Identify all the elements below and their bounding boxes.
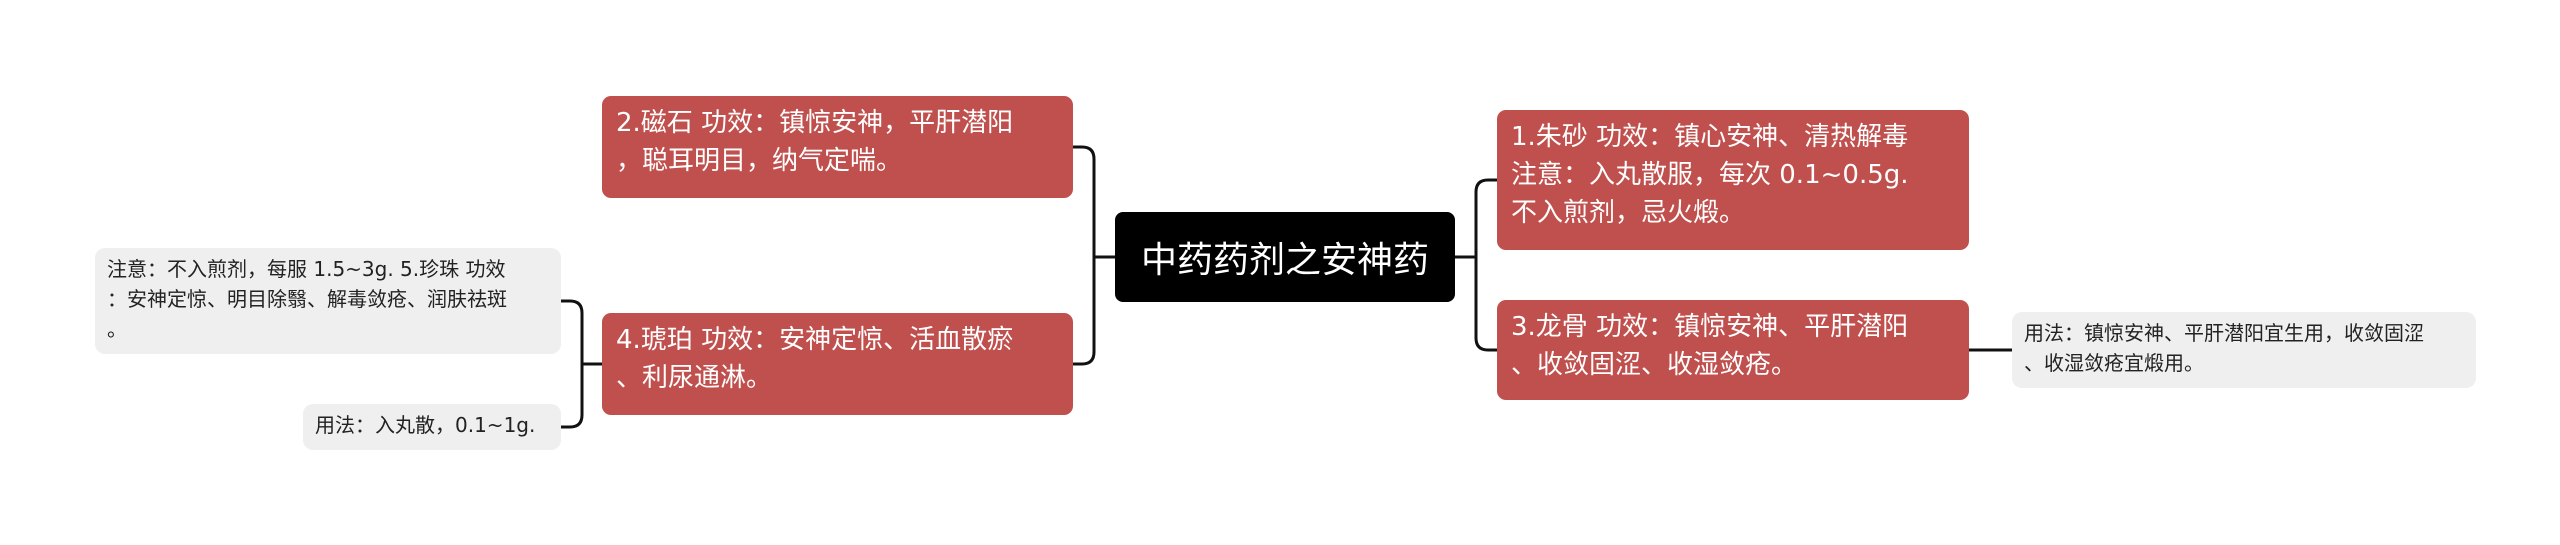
connector-to-amber-usage — [559, 362, 584, 429]
subtopic-amber-note[interactable]: 注意：不入煎剂，每服 1.5~3g. 5.珍珠 功效 ：安神定惊、明目除翳、解毒… — [95, 248, 561, 354]
root-topic[interactable]: 中药药剂之安神药 — [1115, 212, 1455, 302]
topic-magnetite[interactable]: 2.磁石 功效：镇惊安神，平肝潜阳 ，聪耳明目，纳气定喘。 — [602, 96, 1073, 198]
topic-dragon-bone[interactable]: 3.龙骨 功效：镇惊安神、平肝潜阳 、收敛固涩、收湿敛疮。 — [1497, 300, 1969, 400]
connector-to-magnetite — [1071, 145, 1096, 259]
connector-to-amber — [1071, 255, 1096, 366]
connector-to-amber-note — [559, 299, 584, 366]
connector-to-cinnabar — [1474, 178, 1499, 259]
connector-to-dragon-bone — [1474, 255, 1499, 352]
subtopic-dragon-bone-usage[interactable]: 用法：镇惊安神、平肝潜阳宜生用，收敛固涩 、收湿敛疮宜煅用。 — [2012, 312, 2476, 388]
topic-cinnabar[interactable]: 1.朱砂 功效：镇心安神、清热解毒 注意：入丸散服，每次 0.1~0.5g. 不… — [1497, 110, 1969, 250]
topic-amber[interactable]: 4.琥珀 功效：安神定惊、活血散瘀 、利尿通淋。 — [602, 313, 1073, 415]
root-topic-title: 中药药剂之安神药 — [1140, 240, 1429, 281]
subtopic-amber-usage[interactable]: 用法：入丸散，0.1~1g. — [303, 404, 561, 450]
